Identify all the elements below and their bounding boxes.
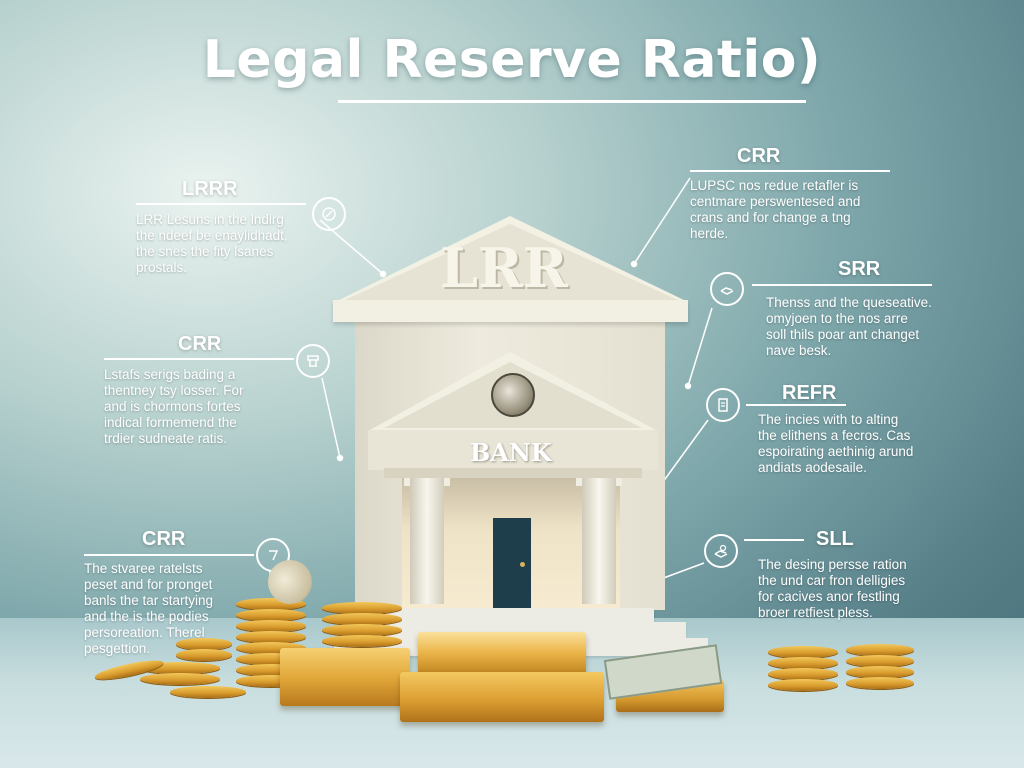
icon-circle-refr xyxy=(706,388,740,422)
rule-bottom-right xyxy=(744,539,804,541)
label-top-right: CRR xyxy=(737,145,781,167)
title-underline xyxy=(338,100,806,103)
leader-dot-mid-left xyxy=(336,454,344,462)
leader-mid-left xyxy=(321,377,341,459)
text-srr: Thenss and the queseative. omyjoen to th… xyxy=(766,295,932,358)
icon-circle-top-left xyxy=(312,197,346,231)
door-knob xyxy=(520,562,525,567)
label-mid-left: CRR xyxy=(178,333,222,355)
column-left xyxy=(410,478,444,604)
bank-medallion-icon xyxy=(491,373,535,417)
label-refr: REFR xyxy=(782,382,837,404)
rule-mid-left xyxy=(104,358,294,360)
bank-note-icon xyxy=(322,207,336,221)
roof-sign: LRR xyxy=(440,236,568,300)
leader-refr xyxy=(659,419,709,487)
hand-coin-icon xyxy=(714,544,728,558)
rule-refr xyxy=(746,404,846,406)
label-bottom-right: SLL xyxy=(816,528,854,550)
leader-dot-top-right xyxy=(630,260,638,268)
step-1 xyxy=(378,608,654,622)
rule-top-right xyxy=(690,170,890,172)
bank-frieze xyxy=(384,468,642,478)
text-bottom-left: The stvaree ratelsts peset and for prong… xyxy=(84,561,214,656)
roof-cornice xyxy=(333,300,688,322)
tag-icon xyxy=(269,550,279,561)
mortar-icon xyxy=(307,355,319,367)
text-top-right: LUPSC nos redue retafler is centmare per… xyxy=(690,178,861,241)
text-refr: The incies with to alting the elithens a… xyxy=(758,412,914,475)
leader-srr xyxy=(687,307,713,387)
roof-face xyxy=(345,224,678,300)
gold-bar-bottom xyxy=(400,672,604,722)
gold-bar-left xyxy=(280,648,410,706)
leader-dot-srr xyxy=(684,382,692,390)
page-title: Legal Reserve Ratio) xyxy=(202,30,822,90)
cash-hand-icon xyxy=(720,287,734,295)
bank-sign: BANK xyxy=(470,438,552,467)
rule-bottom-left xyxy=(84,554,254,556)
leader-dot-top-left xyxy=(379,270,387,278)
bank-door xyxy=(493,518,531,608)
leader-top-right xyxy=(633,177,691,265)
document-icon xyxy=(718,398,728,412)
icon-circle-srr xyxy=(710,272,744,306)
icon-circle-mid-left xyxy=(296,344,330,378)
label-top-left: LRRR xyxy=(182,178,238,200)
label-bottom-left: CRR xyxy=(142,528,186,550)
bank-entablature xyxy=(368,430,658,470)
text-mid-left: Lstafs serigs bading a thentney tsy loss… xyxy=(104,367,244,446)
icon-circle-bottom-right xyxy=(704,534,738,568)
column-right xyxy=(582,478,616,604)
text-top-left: LRR Lesuns in the lndirg the ndeef be en… xyxy=(136,212,288,275)
rule-srr xyxy=(752,284,932,286)
gold-bar-top xyxy=(418,632,586,674)
rule-top-left xyxy=(136,203,306,205)
label-srr: SRR xyxy=(838,258,881,280)
text-bottom-right: The desing persse ration the und car fro… xyxy=(758,557,907,620)
